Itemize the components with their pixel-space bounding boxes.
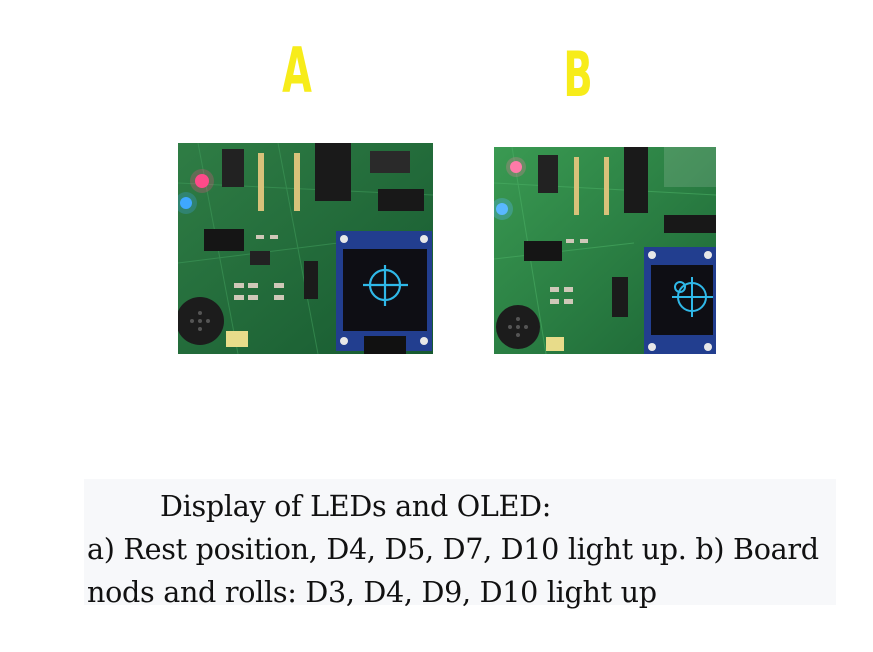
caption-text: Display of LEDs and OLED: a) Rest positi… xyxy=(87,485,832,614)
caption-line-a: a) Rest position, D4, D5, D7, D10 light … xyxy=(87,532,819,566)
caption-line-b: nods and rolls: D3, D4, D9, D10 light up xyxy=(87,575,657,609)
panel-label-b: B xyxy=(563,38,593,111)
board-photo-nods-and-rolls xyxy=(494,147,716,354)
board-photo-rest-position xyxy=(178,143,433,354)
figure-caption: Display of LEDs and OLED: a) Rest positi… xyxy=(84,479,836,609)
pcb-image xyxy=(494,147,716,354)
caption-heading: Display of LEDs and OLED: xyxy=(160,489,552,523)
panel-label-a: A xyxy=(282,34,312,107)
pcb-image xyxy=(178,143,433,354)
